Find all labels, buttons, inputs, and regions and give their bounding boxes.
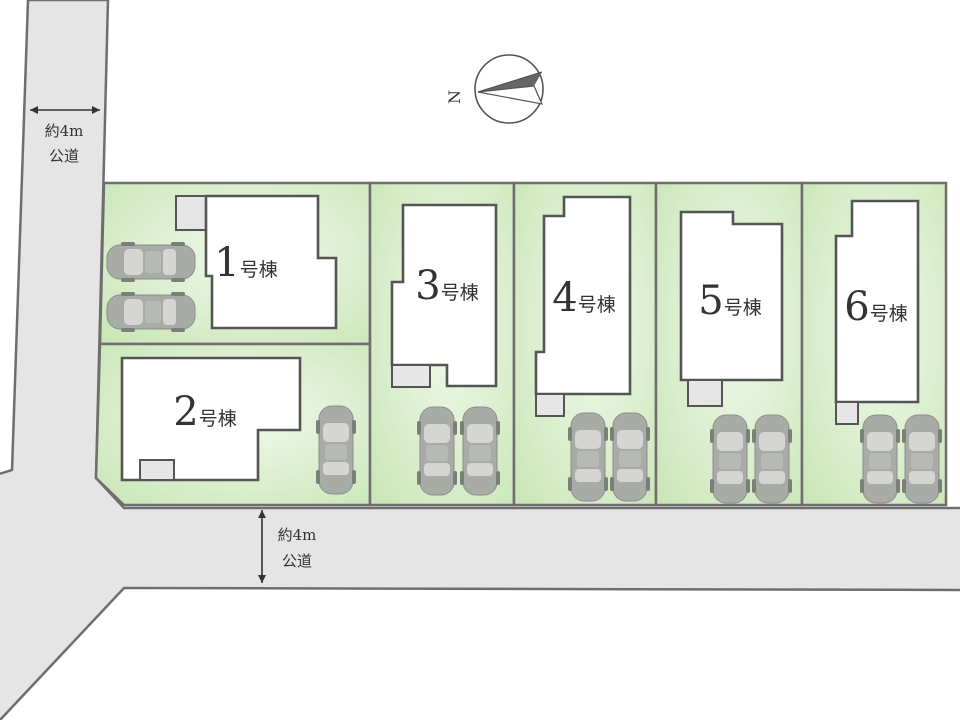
house-1-annex [175,195,207,231]
car-lot1-b [106,291,196,333]
south-road-width: 約4m [278,526,317,544]
car-lot4-b [609,412,651,502]
west-road-dimension: 約4m 公道 [30,106,100,165]
car-lot1-a [106,241,196,283]
building-2-label: 2号棟 [173,389,236,435]
house-3-annex [391,364,431,388]
car-lot3-b [459,406,501,496]
car-lot5-b [751,414,793,504]
house-3: 3号棟 [390,203,498,388]
house-2: 2号棟 [120,356,302,482]
house-2-annex [139,459,175,481]
west-road-width: 約4m [45,122,84,140]
car-lot3-a [416,406,458,496]
car-lot6-a [859,414,901,504]
north-compass-icon: N [445,54,544,124]
car-lot5-a [709,414,751,504]
building-5-label: 5号棟 [698,278,761,324]
house-5-annex [687,379,723,407]
house-4-annex [535,393,565,417]
car-lot4-a [567,412,609,502]
south-road-dimension: 約4m 公道 [258,510,316,583]
compass-north-label: N [445,90,464,104]
house-5: 5号棟 [679,210,784,407]
house-1: 1号棟 [175,194,338,330]
building-6-label: 6号棟 [844,284,907,330]
car-lot2 [315,405,357,495]
building-4-label: 4号棟 [552,275,615,321]
building-3-label: 3号棟 [415,263,478,309]
house-4: 4号棟 [534,195,632,417]
car-lot6-b [901,414,943,504]
building-1-label: 1号棟 [214,240,277,286]
house-6-annex [835,401,859,425]
house-6: 6号棟 [834,199,920,425]
south-road-type: 公道 [282,552,312,570]
west-road-type: 公道 [49,147,79,165]
